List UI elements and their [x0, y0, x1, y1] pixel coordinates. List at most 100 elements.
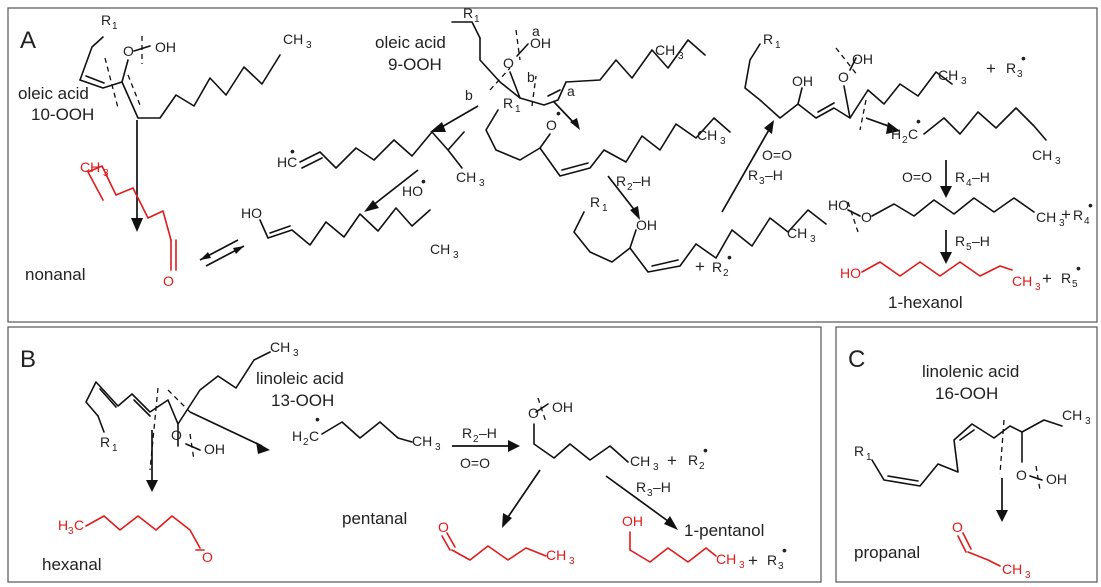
svg-text:OH: OH — [1046, 471, 1067, 487]
svg-text:1: 1 — [112, 21, 118, 32]
svg-text:2: 2 — [723, 268, 729, 279]
r5h-label: R — [955, 233, 965, 249]
oleic-acid-9-ooh-id: 9-OOH — [388, 55, 442, 74]
svg-text:O: O — [861, 209, 872, 225]
svg-text:R: R — [1073, 207, 1083, 223]
alkoxy-radical-structure: R 1 O • CH 3 — [485, 95, 731, 177]
svg-text:3: 3 — [778, 561, 784, 572]
plus-r4: + — [1061, 205, 1071, 224]
linoleic-acid-label: linoleic acid — [256, 369, 344, 388]
svg-text:1: 1 — [775, 40, 781, 51]
svg-text:–H: –H — [972, 233, 990, 249]
arrow-to-nonanal-head — [131, 218, 143, 232]
svg-text:3: 3 — [1059, 218, 1065, 229]
oleic-acid-10-ooh-label: oleic acid — [18, 84, 89, 103]
svg-text:CH: CH — [1012, 273, 1032, 289]
plus-r3-b: + — [748, 551, 758, 570]
svg-text:3: 3 — [1055, 156, 1061, 167]
svg-text:R: R — [854, 443, 864, 459]
svg-text:2: 2 — [699, 461, 705, 472]
svg-text:CH: CH — [80, 159, 100, 175]
svg-text:HO: HO — [840, 265, 861, 281]
svg-text:R: R — [767, 552, 777, 568]
svg-text:R: R — [590, 194, 600, 210]
svg-text:CH: CH — [456, 169, 476, 185]
arrow-to-pentyl-radical — [189, 411, 263, 447]
svg-text:•: • — [782, 542, 787, 558]
svg-text:O: O — [163, 273, 174, 289]
alcohol-intermediate-structure: R 1 OH CH 3 — [573, 194, 827, 273]
svg-text:OH: OH — [530, 35, 551, 51]
svg-text:HC: HC — [277, 154, 297, 170]
svg-text:C: C — [74, 517, 84, 533]
pentanal-structure: O CH 3 — [438, 519, 575, 567]
svg-text:•: • — [556, 105, 561, 121]
panel-c-frame — [835, 326, 1098, 583]
ho-radical-label: HO — [402, 183, 423, 199]
nonanal-label: nonanal — [25, 265, 86, 284]
svg-text:H: H — [58, 517, 68, 533]
panel-b-frame — [7, 326, 822, 583]
o2-label-a: O=O — [762, 147, 792, 163]
svg-text:2: 2 — [627, 182, 633, 193]
svg-text:•: • — [1076, 260, 1081, 276]
svg-text:CH: CH — [270, 339, 290, 355]
propanal-structure: O CH 3 — [952, 519, 1031, 581]
svg-text:R: R — [763, 31, 773, 47]
oleic-acid-9-ooh-label: oleic acid — [375, 33, 446, 52]
arrow-path-b — [439, 105, 479, 129]
svg-text:O: O — [202, 549, 213, 565]
panel-c-letter: C — [848, 346, 865, 373]
svg-text:4: 4 — [1084, 216, 1090, 227]
panel-b-letter: B — [20, 346, 36, 373]
svg-text:R: R — [503, 95, 513, 111]
svg-text:3: 3 — [453, 250, 459, 261]
svg-text:•: • — [916, 113, 921, 129]
svg-text:2: 2 — [303, 437, 309, 448]
svg-text:5: 5 — [1072, 279, 1078, 290]
hexanol-structure: HO CH 3 — [840, 261, 1041, 293]
svg-text:O: O — [171, 427, 182, 443]
svg-text:2: 2 — [902, 135, 908, 146]
svg-text:HO: HO — [241, 205, 262, 221]
svg-text:OH: OH — [204, 441, 225, 457]
plus-r3-a: + — [986, 59, 996, 78]
arrow-r3h-b — [605, 475, 673, 525]
svg-text:–H: –H — [633, 173, 651, 189]
svg-text:OH: OH — [852, 51, 873, 67]
svg-text:3: 3 — [1017, 69, 1023, 80]
hexanal-label: hexanal — [42, 555, 102, 574]
svg-text:3: 3 — [435, 442, 441, 453]
svg-text:OH: OH — [155, 39, 176, 55]
equilibrium-arrows — [199, 239, 245, 267]
svg-text:CH: CH — [1062, 407, 1082, 423]
o2-label-b: O=O — [460, 455, 490, 471]
svg-text:•: • — [727, 249, 732, 265]
plus-r2-b: + — [667, 451, 677, 470]
svg-text:OH: OH — [636, 217, 657, 233]
svg-text:CH: CH — [1036, 209, 1056, 225]
svg-text:3: 3 — [653, 462, 659, 473]
svg-text:R: R — [463, 5, 473, 21]
svg-text:R: R — [1061, 270, 1071, 286]
svg-text:1: 1 — [474, 14, 480, 25]
svg-text:R: R — [688, 452, 698, 468]
linolenic-acid-id: 16-OOH — [935, 384, 998, 403]
svg-text:3: 3 — [293, 348, 299, 359]
svg-text:5: 5 — [966, 242, 972, 253]
propanal-label: propanal — [854, 543, 920, 562]
svg-text:O: O — [952, 519, 963, 535]
svg-text:3: 3 — [1085, 416, 1091, 427]
svg-text:R: R — [101, 12, 111, 28]
hexanol-label: 1-hexanol — [888, 293, 963, 312]
oleic-acid-10-ooh-id: 10-OOH — [31, 105, 94, 124]
svg-text:C: C — [908, 126, 918, 142]
vinyl-radical-structure: HC • CH 3 — [277, 131, 485, 189]
svg-text:CH: CH — [283, 31, 303, 47]
svg-text:3: 3 — [759, 176, 765, 187]
svg-text:3: 3 — [647, 488, 653, 499]
svg-text:O: O — [528, 405, 539, 421]
pentyl-hydroperoxide-structure: O OH CH 3 — [528, 397, 659, 473]
path-a-label: a — [567, 83, 575, 99]
